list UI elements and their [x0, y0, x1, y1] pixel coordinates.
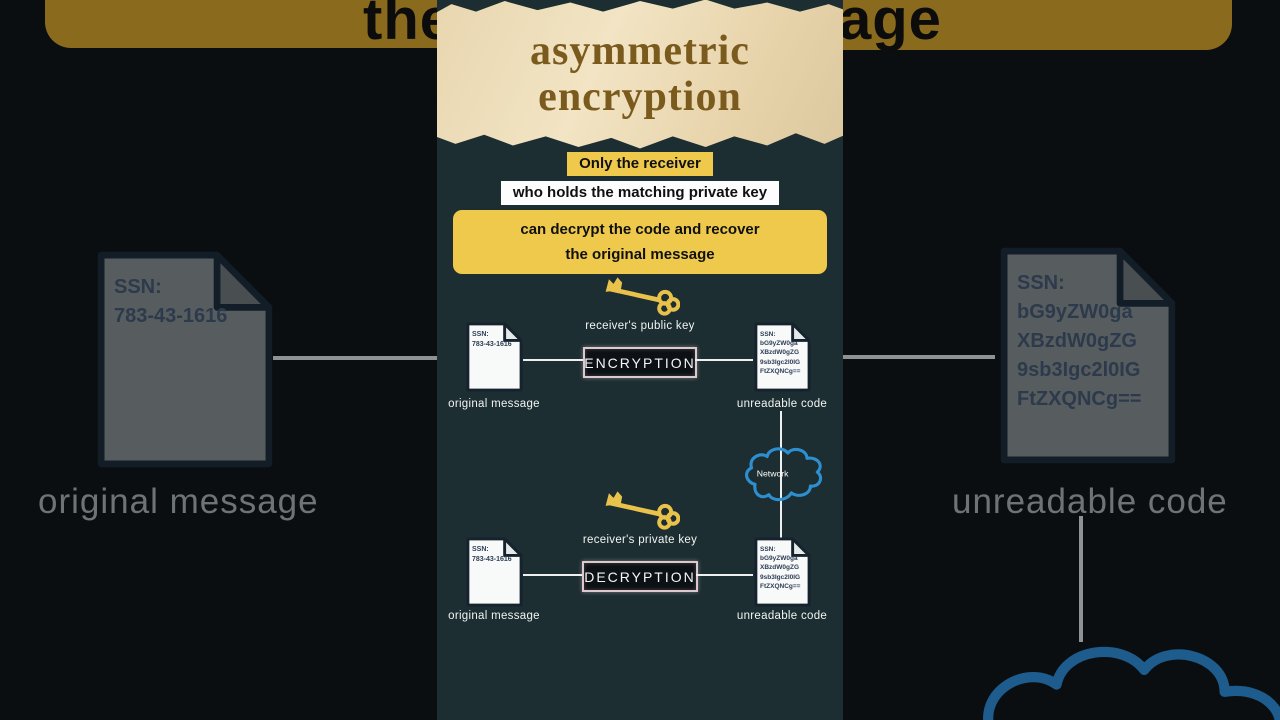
caption-line-3: can decrypt the code and recover the ori… — [453, 210, 827, 274]
background-document-encrypted-text: SSN: bG9yZW0ga XBzdW0gZG 9sb3Igc2l0IG Ft… — [1017, 272, 1142, 410]
background-caption-fragment-left: the — [363, 0, 437, 48]
background-network-cloud-icon — [983, 646, 1280, 720]
network-cloud-icon: Network — [745, 447, 823, 502]
original-message-label: original message — [448, 610, 540, 622]
connector-line — [523, 359, 583, 361]
caption-block: Only the receiver who holds the matching… — [437, 152, 843, 274]
encryption-box: ENCRYPTION — [583, 347, 697, 378]
network-label: Network — [757, 468, 789, 478]
connector-line — [695, 359, 753, 361]
document-encrypted-icon: SSN: bG9yZW0ga XBzdW0gZG 9sb3Igc2l0IG Ft… — [753, 322, 811, 392]
background-document-encrypted-icon: SSN: bG9yZW0ga XBzdW0gZG 9sb3Igc2l0IG Ft… — [995, 245, 1178, 466]
connector-line — [696, 574, 753, 576]
document-encrypted-text: SSN: bG9yZW0ga XBzdW0gZG 9sb3Igc2l0IG Ft… — [760, 331, 801, 375]
background-caption-fragment-right: age — [843, 0, 942, 50]
background-connector-line-vertical — [1079, 516, 1083, 642]
background-caption-box-right: age — [843, 0, 1232, 50]
background-unreadable-code-label: unreadable code — [952, 482, 1228, 521]
decryption-box: DECRYPTION — [582, 561, 698, 592]
public-key-icon — [605, 277, 680, 316]
document-encrypted-icon: SSN: bG9yZW0ga XBzdW0gZG 9sb3Igc2l0IG Ft… — [753, 537, 811, 607]
background-connector-line-left — [273, 356, 437, 360]
private-key-icon — [605, 491, 680, 530]
background-caption-box-left: the — [45, 0, 437, 48]
document-original-text: SSN: 783-43-1616 — [472, 546, 512, 563]
background-connector-line-right — [843, 355, 995, 359]
original-message-label: original message — [448, 398, 540, 410]
unreadable-code-label: unreadable code — [736, 610, 828, 622]
background-document-original-text: SSN: 783-43-1616 — [114, 276, 228, 327]
connector-line — [523, 574, 582, 576]
center-column: asymmetric encryption Only the receiver … — [437, 0, 843, 720]
unreadable-code-label: unreadable code — [736, 398, 828, 410]
public-key-label: receiver's public key — [585, 320, 695, 332]
torn-paper-banner: asymmetric encryption — [437, 0, 843, 149]
caption-line-1: Only the receiver — [567, 152, 713, 176]
document-original-icon: SSN: 783-43-1616 — [465, 322, 523, 392]
page-title-line-1: asymmetric — [530, 28, 750, 74]
caption-line-2: who holds the matching private key — [500, 181, 780, 205]
background-original-message-label: original message — [38, 482, 319, 521]
connector-line-vertical — [780, 411, 782, 541]
document-encrypted-text: SSN: bG9yZW0ga XBzdW0gZG 9sb3Igc2l0IG Ft… — [760, 546, 801, 590]
document-original-icon: SSN: 783-43-1616 — [465, 537, 523, 607]
background-document-original-icon: SSN: 783-43-1616 — [92, 249, 275, 470]
page-title-line-2: encryption — [538, 74, 742, 120]
private-key-label: receiver's private key — [582, 534, 698, 546]
document-original-text: SSN: 783-43-1616 — [472, 331, 512, 348]
